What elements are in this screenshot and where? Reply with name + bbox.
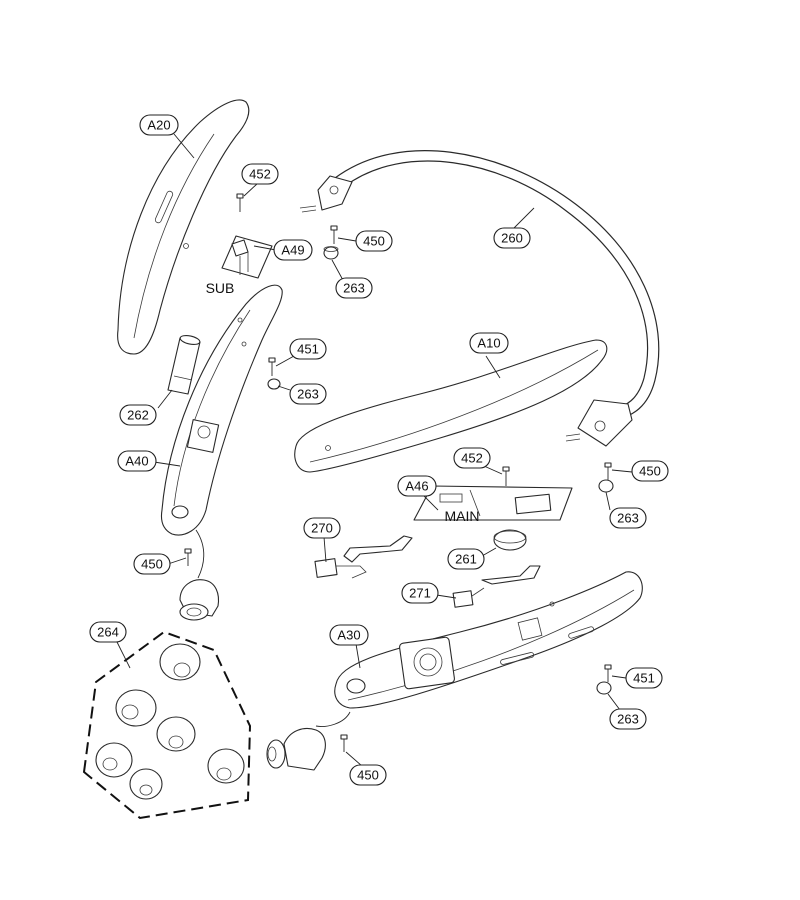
grommet-263-left [267,378,281,390]
part-a30-body [334,571,643,709]
part-a46-main-board [413,485,573,521]
svg-text:450: 450 [363,234,385,249]
callout-452-top: 452 [241,163,279,185]
eartip-1 [159,643,201,681]
screw-452-mid [502,466,510,486]
callout-263-top: 263 [335,277,373,299]
eartip-5 [207,748,245,784]
callout-270: 270 [303,517,341,539]
callout-452-mid: 452 [453,447,491,469]
callout-262: 262 [119,404,157,426]
part-260-neckband [299,150,660,447]
svg-text:A20: A20 [147,118,170,133]
screw-451-left [268,357,276,376]
svg-text:451: 451 [297,342,319,357]
label-main: MAIN [445,508,480,524]
callout-261: 261 [447,548,485,570]
callout-a40: A40 [117,450,157,472]
callout-450-top: 450 [355,230,393,252]
svg-text:260: 260 [501,231,523,246]
part-262-battery [167,335,201,395]
screw-450-bottom [340,734,348,752]
svg-text:452: 452 [249,167,271,182]
eartip-2 [115,689,157,727]
callout-450-left: 450 [133,553,171,575]
callout-263-right: 263 [609,507,647,529]
part-271-flex-cable [452,565,541,608]
svg-text:A49: A49 [281,243,304,258]
callout-a20: A20 [139,114,179,136]
grommet-263-bottom [596,681,612,695]
svg-text:A46: A46 [405,479,428,494]
screw-451-bottom [604,664,612,682]
callout-a30: A30 [329,624,369,646]
svg-text:263: 263 [343,281,365,296]
part-a20-cover [117,99,250,355]
callout-260: 260 [493,227,531,249]
callout-263-left: 263 [289,383,327,405]
svg-text:271: 271 [409,586,431,601]
svg-text:451: 451 [633,671,655,686]
svg-text:452: 452 [461,451,483,466]
part-270-flex-cable [314,535,413,579]
part-a10-cover [294,339,608,473]
callout-263-bottom: 263 [609,708,647,730]
eartip-4 [95,742,133,778]
svg-text:263: 263 [297,387,319,402]
callout-271: 271 [401,582,439,604]
leader-lines [115,133,633,767]
part-a49-sub-board [221,235,273,279]
callout-a46: A46 [397,475,437,497]
svg-text:263: 263 [617,712,639,727]
svg-text:263: 263 [617,511,639,526]
grommet-263-right [598,479,614,493]
label-sub: SUB [206,280,235,296]
eartip-6 [129,768,163,800]
screw-452-top [236,193,244,212]
part-264-eartip-set [82,630,252,820]
svg-text:270: 270 [311,521,333,536]
svg-text:262: 262 [127,408,149,423]
callout-451-left: 451 [289,338,327,360]
eartip-3 [156,716,196,752]
svg-text:261: 261 [455,552,477,567]
callout-a49: A49 [273,239,313,261]
svg-text:264: 264 [97,625,119,640]
svg-text:A30: A30 [337,628,360,643]
screw-450-left [184,548,192,566]
part-a40-body [160,284,283,536]
callout-264: 264 [89,621,127,643]
callout-450-bottom: 450 [349,764,387,786]
callout-450-right: 450 [631,460,669,482]
callout-451-bottom: 451 [625,667,663,689]
left-earbud [179,529,220,621]
part-261-speaker [493,529,527,551]
screw-450-top [330,225,338,244]
svg-text:450: 450 [141,557,163,572]
grommet-263-top [323,246,339,260]
right-earbud [266,711,351,771]
svg-text:450: 450 [639,464,661,479]
svg-text:450: 450 [357,768,379,783]
screw-450-right [604,462,612,480]
callout-a10: A10 [469,332,509,354]
svg-text:A10: A10 [477,336,500,351]
svg-text:A40: A40 [125,454,148,469]
